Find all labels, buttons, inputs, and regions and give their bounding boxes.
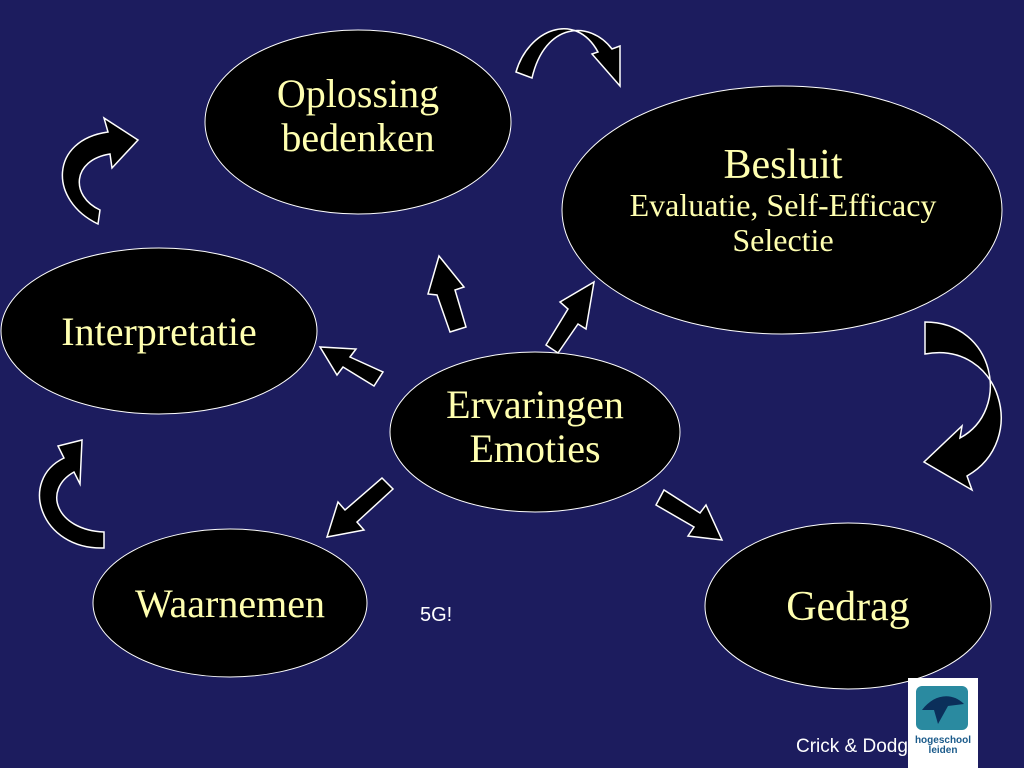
node-waarnemen-ellipse	[92, 528, 368, 678]
oplossing-line2: bedenken	[281, 115, 435, 160]
gedrag-label: Gedrag	[786, 584, 910, 630]
curved-arrow-lower-left	[38, 439, 105, 549]
waarnemen-label: Waarnemen	[135, 581, 325, 626]
interpretatie-label: Interpretatie	[61, 309, 257, 354]
curved-arrow-upper-left	[61, 116, 140, 226]
ervaringen-label: Ervaringen Emoties	[400, 383, 670, 471]
bird-logo-icon	[916, 686, 968, 730]
logo-text: hogeschool leiden	[914, 735, 972, 756]
besluit-label: Besluit Evaluatie, Self-Efficacy Selecti…	[568, 142, 998, 259]
node-ervaringen-ellipse	[389, 351, 681, 513]
curved-arrow-right	[922, 321, 1002, 492]
besluit-line2: Evaluatie, Self-Efficacy	[629, 187, 937, 224]
curved-arrow-top	[515, 28, 621, 88]
hogeschool-leiden-logo: hogeschool leiden	[908, 678, 978, 768]
oplossing-label: Oplossing bedenken	[218, 72, 498, 160]
oplossing-line1: Oplossing	[276, 71, 440, 116]
node-oplossing-ellipse	[204, 29, 512, 215]
arrow-to-besluit	[544, 280, 596, 355]
besluit-line3: Selectie	[732, 222, 834, 259]
node-interpretatie-ellipse	[0, 247, 318, 415]
node-gedrag-ellipse	[704, 522, 992, 690]
node-besluit-ellipse	[561, 85, 1003, 335]
arrow-to-oplossing	[427, 254, 467, 333]
note-5g: 5G!	[420, 604, 453, 626]
ervaringen-line2: Emoties	[469, 426, 601, 471]
arrow-to-interpretatie	[318, 346, 385, 388]
besluit-title: Besluit	[723, 142, 843, 188]
arrow-to-gedrag	[654, 488, 724, 541]
arrow-to-waarnemen	[325, 476, 395, 538]
ervaringen-line1: Ervaringen	[446, 382, 624, 427]
